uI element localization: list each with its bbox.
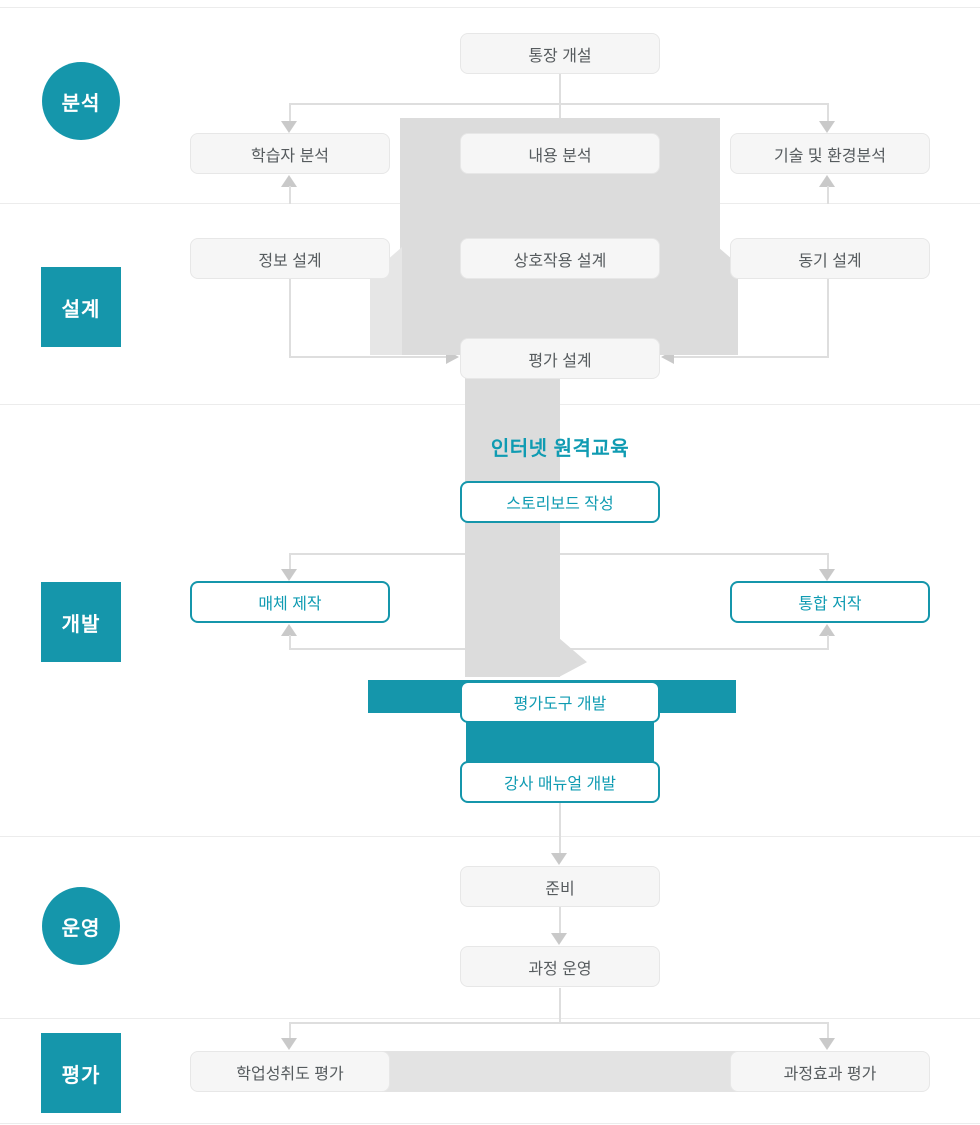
connector-line bbox=[827, 279, 829, 357]
connector-line bbox=[289, 186, 291, 204]
node-evaluation-design: 평가 설계 bbox=[460, 338, 660, 379]
arrow-down-icon bbox=[551, 933, 567, 945]
arrow-down-icon bbox=[819, 569, 835, 581]
connector-line bbox=[827, 555, 829, 570]
stage-analysis: 분석 bbox=[42, 62, 120, 140]
connector-line bbox=[559, 803, 561, 854]
node-storyboard: 스토리보드 작성 bbox=[460, 481, 660, 523]
stage-operation: 운영 bbox=[42, 887, 120, 965]
center-shaft-tip-shape bbox=[559, 638, 587, 677]
node-info-design: 정보 설계 bbox=[190, 238, 390, 279]
connector-line bbox=[827, 1024, 829, 1039]
node-evaluation-tool-dev: 평가도구 개발 bbox=[460, 681, 660, 723]
node-motivation-design: 동기 설계 bbox=[730, 238, 930, 279]
connector-line bbox=[289, 103, 829, 105]
stage-evaluation: 평가 bbox=[41, 1033, 121, 1113]
arrow-down-icon bbox=[551, 853, 567, 865]
connector-line bbox=[559, 907, 561, 934]
arrow-down-icon bbox=[819, 1038, 835, 1050]
connector-line bbox=[559, 988, 561, 1024]
connector-line bbox=[827, 186, 829, 204]
arrow-down-icon bbox=[819, 121, 835, 133]
arrow-down-icon bbox=[281, 569, 297, 581]
stage-design: 설계 bbox=[41, 267, 121, 347]
arrow-up-icon bbox=[819, 175, 835, 187]
node-course-effect-eval: 과정효과 평가 bbox=[730, 1051, 930, 1092]
section-divider-bottom bbox=[0, 1123, 980, 1124]
node-course-operation: 과정 운영 bbox=[460, 946, 660, 987]
connector-line bbox=[289, 356, 447, 358]
connector-line bbox=[827, 105, 829, 122]
arrow-down-icon bbox=[281, 121, 297, 133]
connector-line bbox=[289, 105, 291, 122]
arrow-up-icon bbox=[281, 175, 297, 187]
arrow-down-icon bbox=[281, 1038, 297, 1050]
node-instructor-manual-dev: 강사 매뉴얼 개발 bbox=[460, 761, 660, 803]
section-divider-develop-operate bbox=[0, 836, 980, 837]
connector-line bbox=[673, 356, 829, 358]
stage-development: 개발 bbox=[41, 582, 121, 662]
arrow-up-icon bbox=[281, 624, 297, 636]
node-interaction-design: 상호작용 설계 bbox=[460, 238, 660, 279]
node-media-production: 매체 제작 bbox=[190, 581, 390, 623]
connector-line bbox=[827, 635, 829, 650]
internet-distance-education-label: 인터넷 원격교육 bbox=[490, 438, 630, 460]
section-divider-operate-evaluate bbox=[0, 1018, 980, 1019]
connector-line bbox=[289, 635, 291, 650]
connector-line bbox=[289, 279, 291, 357]
node-tech-env-analysis: 기술 및 환경분석 bbox=[730, 133, 930, 174]
node-learner-analysis: 학습자 분석 bbox=[190, 133, 390, 174]
node-achievement-eval: 학업성취도 평가 bbox=[190, 1051, 390, 1092]
node-content-analysis: 내용 분석 bbox=[460, 133, 660, 174]
arrow-up-icon bbox=[819, 624, 835, 636]
connector-line bbox=[289, 1022, 829, 1024]
connector-line bbox=[289, 555, 291, 570]
section-divider-top bbox=[0, 7, 980, 8]
node-account-open: 통장 개설 bbox=[460, 33, 660, 74]
node-preparation: 준비 bbox=[460, 866, 660, 907]
node-integrated-authoring: 통합 저작 bbox=[730, 581, 930, 623]
connector-line bbox=[289, 1024, 291, 1039]
